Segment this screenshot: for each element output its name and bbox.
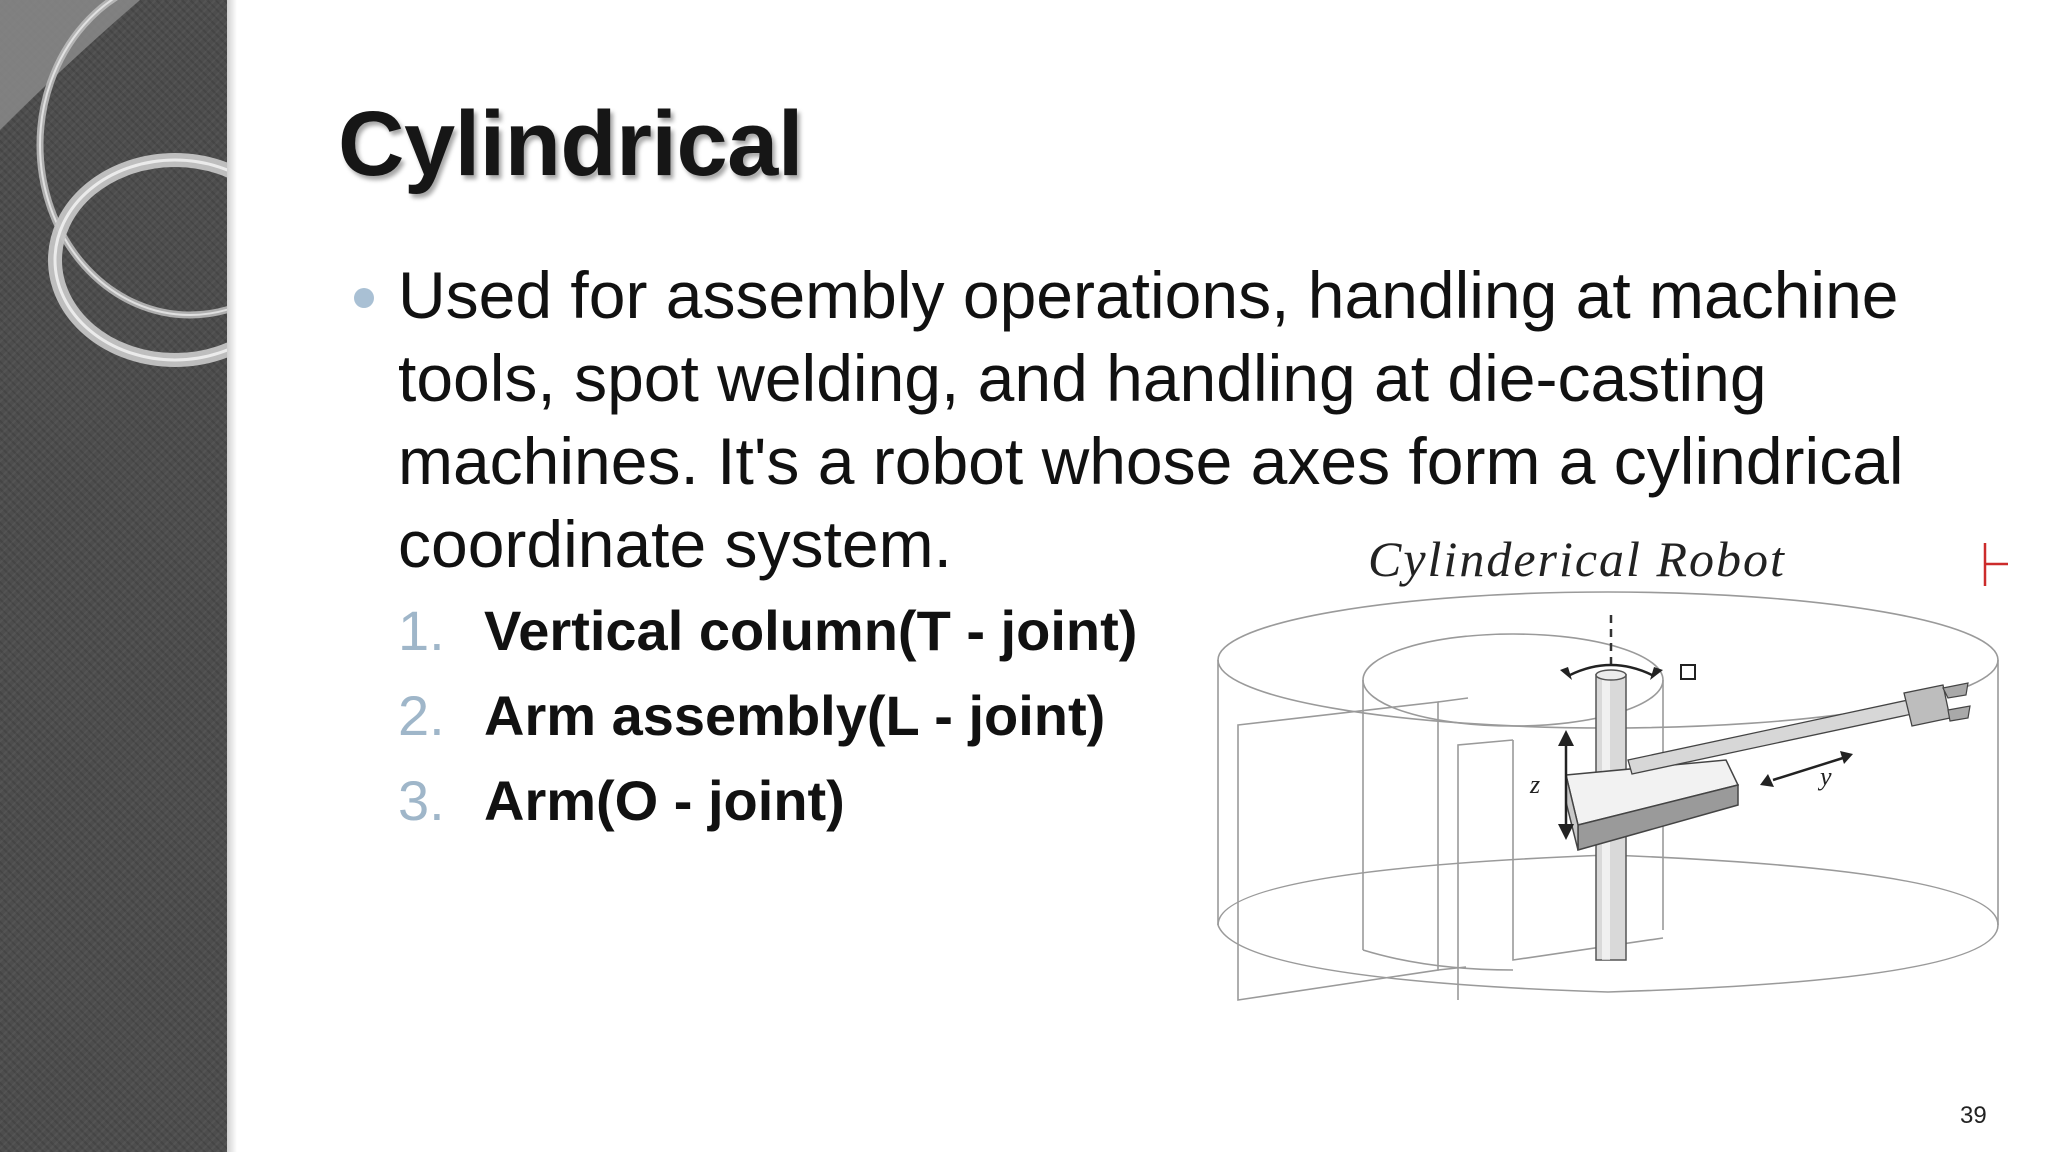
bullet-marker [354, 288, 374, 308]
cylindrical-robot-figure: z y Cylinderical Robot [1208, 530, 2010, 1015]
axis-label-y: y [1820, 762, 1832, 791]
ring-decoration [0, 0, 227, 367]
figure-caption: Cylinderical Robot [1368, 531, 1786, 587]
list-item-number: 1. [398, 599, 445, 662]
sidebar-decoration [0, 0, 227, 1152]
placeholder-handle-icon [1983, 543, 2008, 586]
axis-label-z: z [1530, 770, 1541, 799]
sidebar-shadow [227, 0, 237, 1152]
list-item-text: Arm(O - joint) [484, 769, 845, 832]
list-item-text: Vertical column(T - joint) [484, 599, 1138, 662]
list-item-text: Arm assembly(L - joint) [484, 684, 1106, 747]
slide-title: Cylindrical [338, 93, 803, 195]
list-item-number: 2. [398, 684, 445, 747]
list-item-number: 3. [398, 769, 445, 832]
bullet-text: Used for assembly operations, handling a… [398, 258, 1904, 581]
cylindrical-robot-diagram [1217, 591, 1999, 1001]
page-number: 39 [1960, 1102, 1987, 1129]
